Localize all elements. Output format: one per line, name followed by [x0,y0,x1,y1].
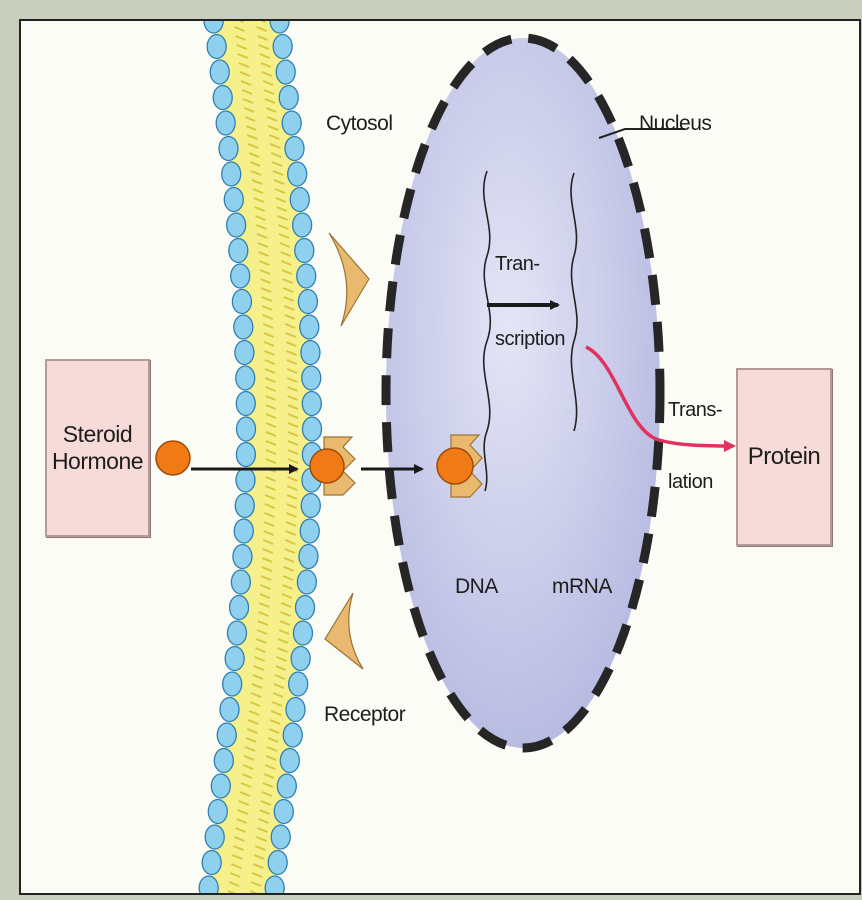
lipid-head [276,60,295,84]
lipid-head [302,417,321,441]
lipid-head [302,392,321,416]
receptor-lower-icon [325,593,363,669]
receptor-upper-icon [329,233,369,326]
nucleus-label: Nucleus [639,112,711,136]
lipid-head [302,366,321,390]
lipid-head [217,723,236,747]
lipid-head [224,188,243,212]
lipid-head [273,35,292,59]
lipid-head [235,494,254,518]
translation-label-line2: lation [668,471,713,494]
lipid-head [236,417,255,441]
lipid-head [288,162,307,186]
lipid-head [231,570,250,594]
lipid-head [211,774,230,798]
lipid-head [286,698,305,722]
lipid-head [236,366,255,390]
lipid-head [236,392,255,416]
lipid-head [214,749,233,773]
lipid-head [268,851,287,875]
dna-label: DNA [455,575,498,599]
lipid-head [283,723,302,747]
lipid-head [205,825,224,849]
mrna-label: mRNA [552,575,612,599]
transcription-label-line2: scription [495,328,565,351]
lipid-head [236,468,255,492]
lipid-head [229,239,248,263]
lipid-head [271,825,290,849]
steroid-hormone-box: Steroid Hormone [45,359,150,537]
lipid-head [213,86,232,110]
lipid-head [236,443,255,467]
lipid-head [291,647,310,671]
lipid-head [232,290,251,314]
lipid-head [219,137,238,161]
lipid-head [231,264,250,288]
steroid-hormone-diagram: Steroid Hormone Protein Cytosol Nucleus … [19,19,861,895]
lipid-head [300,315,319,339]
lipid-head [282,111,301,135]
lipid-head [274,800,293,824]
transcription-label-line1: Tran- [495,253,540,276]
lipid-head [296,596,315,620]
lipid-head [222,162,241,186]
lipid-head [216,111,235,135]
steroid-hormone-molecule [156,441,190,475]
lipid-head [289,672,308,696]
lipid-head [279,86,298,110]
lipid-head [199,876,218,893]
lipid-head [293,213,312,237]
lipid-head [225,647,244,671]
lipid-head [235,341,254,365]
lipid-head [208,800,227,824]
lipid-head [290,188,309,212]
lipid-head [297,264,316,288]
lipid-head [227,213,246,237]
lipid-head [293,621,312,645]
lipid-head [265,876,284,893]
lipid-head [220,698,239,722]
lipid-head [207,35,226,59]
receptor-label: Receptor [324,703,405,727]
lipid-head [210,60,229,84]
protein-box: Protein [736,368,832,546]
lipid-head [285,137,304,161]
translation-label-line1: Trans- [668,399,722,422]
lipid-head [234,315,253,339]
lipid-head [298,290,317,314]
lipid-head [300,519,319,543]
lipid-head [202,851,221,875]
lipid-head [277,774,296,798]
lipid-head [234,519,253,543]
lipid-head [233,545,252,569]
lipid-head [299,545,318,569]
lipid-head [223,672,242,696]
lipid-head [280,749,299,773]
lipid-head [230,596,249,620]
lipid-head [297,570,316,594]
lipid-head [301,341,320,365]
lipid-head [295,239,314,263]
lipid-head [227,621,246,645]
lipid-head [301,494,320,518]
steroid-hormone-line1: Steroid [52,421,143,448]
cytosol-label: Cytosol [326,112,393,136]
protein-label: Protein [748,443,821,471]
steroid-hormone-line2: Hormone [52,448,143,475]
cell-membrane [199,21,321,893]
